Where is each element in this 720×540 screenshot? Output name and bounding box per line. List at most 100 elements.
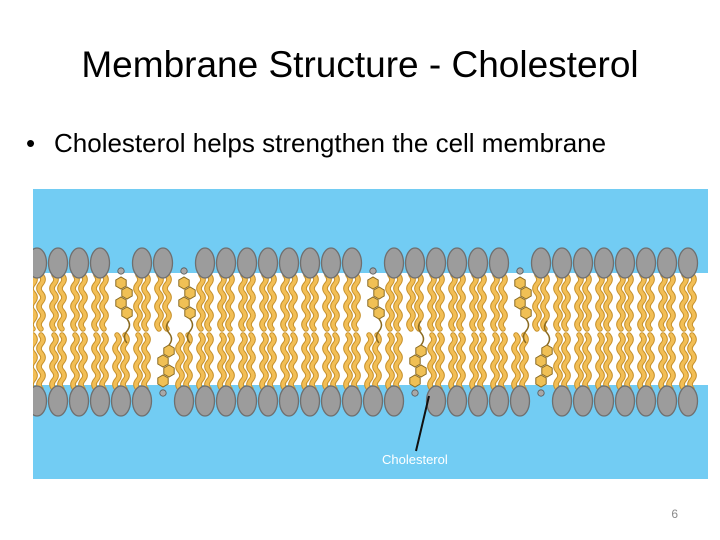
fatty-acid-tail xyxy=(302,273,310,331)
phospholipid-head xyxy=(446,247,468,279)
fatty-acid-tail xyxy=(478,273,486,331)
fatty-acid-tail xyxy=(268,333,276,391)
phospholipid-head xyxy=(509,385,531,417)
fatty-acid-tail xyxy=(562,273,570,331)
phospholipid-head xyxy=(467,385,489,417)
cholesterol-ring xyxy=(520,286,532,300)
cholesterol-hydroxyl xyxy=(159,389,167,397)
fatty-acid-tail xyxy=(163,273,171,331)
fatty-acid-tail xyxy=(226,273,234,331)
fatty-acid-tail xyxy=(121,333,129,391)
fatty-acid-tail xyxy=(50,333,58,391)
cholesterol-ring xyxy=(541,364,553,378)
cholesterol-molecule xyxy=(178,267,196,344)
fatty-acid-tail xyxy=(520,333,528,391)
cholesterol-ring xyxy=(157,354,169,368)
fatty-acid-tail xyxy=(583,333,591,391)
fatty-acid-tail xyxy=(575,333,583,391)
fatty-acid-tail xyxy=(394,333,402,391)
cholesterol-ring xyxy=(178,276,190,290)
phospholipid-head xyxy=(656,247,678,279)
page-number: 6 xyxy=(671,507,678,521)
cholesterol-hydroxyl xyxy=(516,267,524,275)
fatty-acid-tail xyxy=(407,273,415,331)
cholesterol-ring xyxy=(409,374,421,388)
phospholipid-head xyxy=(341,385,363,417)
fatty-acid-tail xyxy=(344,273,352,331)
fatty-acid-tail xyxy=(37,333,45,391)
phospholipid-head xyxy=(299,247,321,279)
cholesterol-hydroxyl xyxy=(537,389,545,397)
phospholipid-head xyxy=(404,247,426,279)
phospholipid-head xyxy=(257,247,279,279)
fatty-acid-tail xyxy=(499,333,507,391)
cholesterol-ring xyxy=(115,296,127,310)
cholesterol-molecule xyxy=(115,267,133,344)
fatty-acid-tail xyxy=(155,273,163,331)
fatty-acid-tail xyxy=(289,333,297,391)
fatty-acid-tail xyxy=(688,333,696,391)
fatty-acid-tail xyxy=(100,333,108,391)
fatty-acid-tail xyxy=(415,273,423,331)
fatty-acid-tail xyxy=(71,333,79,391)
fatty-acid-tail xyxy=(554,273,562,331)
fatty-acid-tail xyxy=(134,273,142,331)
fatty-acid-tail xyxy=(205,273,213,331)
phospholipid-head xyxy=(383,385,405,417)
fatty-acid-tail xyxy=(428,333,436,391)
fatty-acid-tail xyxy=(575,273,583,331)
fatty-acid-tail xyxy=(554,333,562,391)
fatty-acid-tail xyxy=(386,333,394,391)
cholesterol-ring xyxy=(415,364,427,378)
cholesterol-pointer-line xyxy=(415,395,430,452)
phospholipid-head xyxy=(488,385,510,417)
fatty-acid-tail xyxy=(247,273,255,331)
cholesterol-ring xyxy=(520,306,532,320)
fatty-acid-tail xyxy=(176,333,184,391)
fatty-acid-tail xyxy=(323,273,331,331)
fatty-acid-tail xyxy=(680,333,688,391)
fatty-acid-tail xyxy=(92,273,100,331)
phospholipid-head xyxy=(215,385,237,417)
phospholipid-head xyxy=(341,247,363,279)
fatty-acid-tail xyxy=(659,333,667,391)
phospholipid-head xyxy=(446,385,468,417)
fatty-acid-tail xyxy=(50,273,58,331)
fatty-acid-tail xyxy=(659,273,667,331)
fatty-acid-tail xyxy=(79,333,87,391)
cholesterol-ring xyxy=(535,354,547,368)
cholesterol-tail xyxy=(186,318,194,344)
fatty-acid-tail xyxy=(617,333,625,391)
phospholipid-head xyxy=(194,247,216,279)
cholesterol-ring xyxy=(409,354,421,368)
cholesterol-hydroxyl xyxy=(369,267,377,275)
cholesterol-ring xyxy=(163,364,175,378)
phospholipid-head xyxy=(572,385,594,417)
fatty-acid-tail xyxy=(289,273,297,331)
fatty-acid-tail xyxy=(394,273,402,331)
cholesterol-label: Cholesterol xyxy=(382,452,448,467)
fatty-acid-tail xyxy=(268,273,276,331)
fatty-acid-tail xyxy=(533,273,541,331)
phospholipid-head xyxy=(68,385,90,417)
phospholipid-head xyxy=(593,385,615,417)
cholesterol-ring xyxy=(184,286,196,300)
phospholipid-head xyxy=(68,247,90,279)
fatty-acid-tail xyxy=(100,273,108,331)
fatty-acid-tail xyxy=(79,273,87,331)
fatty-acid-tail xyxy=(436,333,444,391)
phospholipid-head xyxy=(278,247,300,279)
fatty-acid-tail xyxy=(365,333,373,391)
fatty-acid-tail xyxy=(449,333,457,391)
cholesterol-molecule xyxy=(157,320,175,397)
bullet-icon: • xyxy=(26,128,36,158)
fatty-acid-tail xyxy=(638,333,646,391)
fatty-acid-tail xyxy=(134,333,142,391)
phospholipid-head xyxy=(614,247,636,279)
fatty-acid-tail xyxy=(541,273,549,331)
fatty-acid-tail xyxy=(218,333,226,391)
cholesterol-molecule xyxy=(514,267,532,344)
cholesterol-ring xyxy=(514,276,526,290)
phospholipid-head xyxy=(320,247,342,279)
fatty-acid-tail xyxy=(491,273,499,331)
